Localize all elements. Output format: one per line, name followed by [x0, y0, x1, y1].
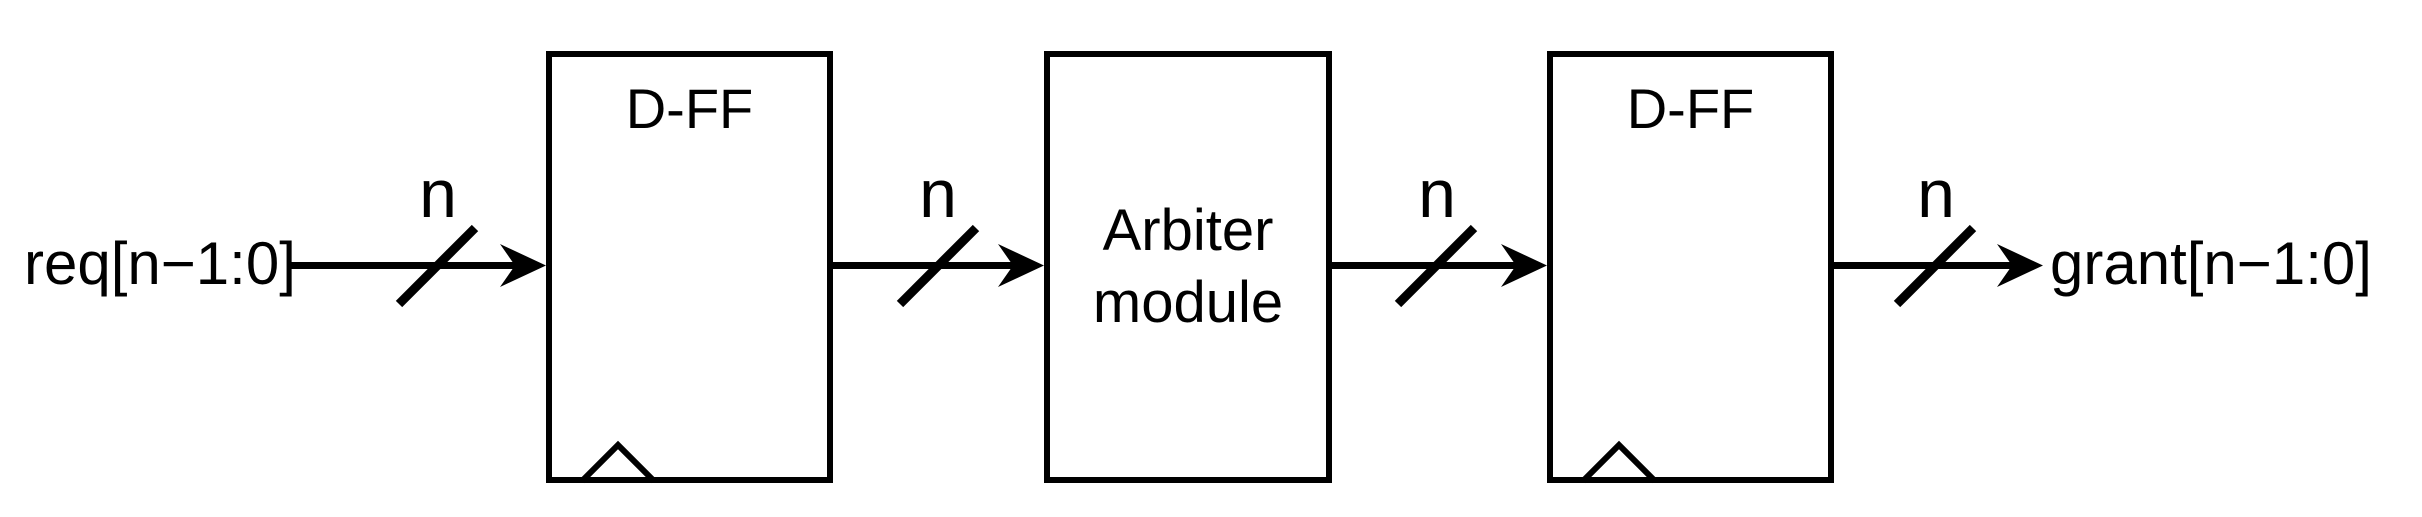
arbiter-module-label: Arbiter module [1044, 51, 1332, 483]
arbiter-to-dff2-arrowhead-icon [1501, 244, 1547, 287]
dff2-block [1547, 51, 1834, 483]
input-bus-width-label: n [419, 156, 457, 232]
dff1-to-arbiter-arrowhead-icon [998, 244, 1044, 287]
arbiter-module-label-line1: Arbiter [1102, 198, 1274, 263]
dff2-label: D-FF [1626, 77, 1755, 140]
arbiter-to-dff2-bus-width-label: n [1418, 156, 1456, 232]
input-bus-arrowhead-icon [500, 244, 546, 287]
arbiter-module-label-line2: module [1092, 270, 1284, 335]
arbiter-to-dff2-slash-icon [1394, 224, 1478, 308]
dff1-label: D-FF [625, 77, 754, 140]
dff2-clock-triangle-icon [1580, 440, 1658, 484]
input-bus-slash-icon [395, 224, 479, 308]
dff1-to-arbiter-bus-width-label: n [919, 156, 957, 232]
arbiter-module-block [1044, 51, 1332, 483]
input-signal-label: req[n−1:0] [24, 230, 296, 297]
wire-group [288, 224, 2043, 484]
dff1-clock-triangle-icon [579, 440, 657, 484]
output-bus-arrowhead-icon [1997, 244, 2043, 287]
output-bus-width-label: n [1917, 156, 1955, 232]
dff1-to-arbiter-slash-icon [896, 224, 980, 308]
output-signal-label: grant[n−1:0] [2050, 230, 2372, 297]
output-bus-slash-icon [1893, 224, 1977, 308]
dff1-block [546, 51, 833, 483]
